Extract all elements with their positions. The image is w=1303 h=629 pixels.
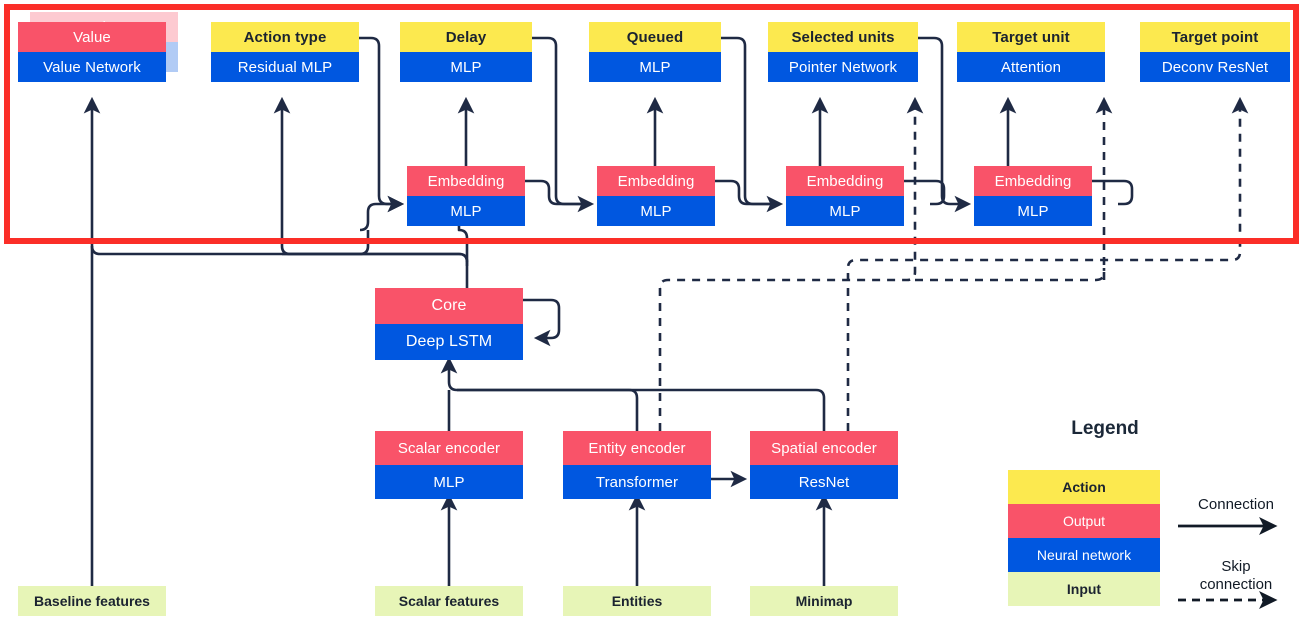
encoder-scalar-net: MLP <box>375 465 523 499</box>
legend: Legend Action Output Neural network Inpu… <box>960 418 1300 618</box>
legend-swatch-stack: Action Output Neural network Input <box>1008 470 1160 606</box>
head-action-type[interactable]: Action type Residual MLP <box>211 22 359 82</box>
core-cap: Core <box>375 288 523 324</box>
head-selected-units-cap: Selected units <box>768 22 918 52</box>
encoder-entity-net: Transformer <box>563 465 711 499</box>
head-target-unit-cap: Target unit <box>957 22 1105 52</box>
head-delay-cap: Delay <box>400 22 532 52</box>
head-value-cap: Value <box>18 22 166 52</box>
head-queued[interactable]: Queued MLP <box>589 22 721 82</box>
legend-arrow-samples <box>1178 517 1278 609</box>
legend-swatch-output: Output <box>1008 504 1160 538</box>
head-target-unit-net: Attention <box>957 52 1105 82</box>
head-action-type-net: Residual MLP <box>211 52 359 82</box>
head-target-point-net: Deconv ResNet <box>1140 52 1290 82</box>
head-target-point-cap: Target point <box>1140 22 1290 52</box>
encoder-entity-cap: Entity encoder <box>563 431 711 465</box>
embedding-queued[interactable]: Embedding MLP <box>597 166 715 226</box>
core-module[interactable]: Core Deep LSTM <box>375 288 523 360</box>
encoder-scalar-cap: Scalar encoder <box>375 431 523 465</box>
legend-skip-label-line2: connection <box>1199 576 1273 593</box>
embedding-selected-units-cap: Embedding <box>786 166 904 196</box>
encoder-spatial-cap: Spatial encoder <box>750 431 898 465</box>
encoder-spatial-net: ResNet <box>750 465 898 499</box>
core-net: Deep LSTM <box>375 324 523 360</box>
legend-swatch-input: Input <box>1008 572 1160 606</box>
embedding-selected-units[interactable]: Embedding MLP <box>786 166 904 226</box>
head-value-net: Value Network <box>18 52 166 82</box>
input-scalar-features[interactable]: Scalar features <box>375 586 523 616</box>
head-queued-cap: Queued <box>589 22 721 52</box>
head-target-unit[interactable]: Target unit Attention <box>957 22 1105 82</box>
legend-swatch-neural-network: Neural network <box>1008 538 1160 572</box>
input-entities[interactable]: Entities <box>563 586 711 616</box>
head-delay[interactable]: Delay MLP <box>400 22 532 82</box>
legend-connection-label: Connection <box>1198 496 1274 513</box>
embedding-selected-units-net: MLP <box>786 196 904 226</box>
head-action-type-cap: Action type <box>211 22 359 52</box>
embedding-target-unit-cap: Embedding <box>974 166 1092 196</box>
encoder-spatial[interactable]: Spatial encoder ResNet <box>750 431 898 499</box>
head-queued-net: MLP <box>589 52 721 82</box>
input-baseline-features[interactable]: Baseline features <box>18 586 166 616</box>
embedding-queued-net: MLP <box>597 196 715 226</box>
highlight-rectangle <box>4 4 1299 244</box>
legend-swatch-action: Action <box>1008 470 1160 504</box>
head-selected-units[interactable]: Selected units Pointer Network <box>768 22 918 82</box>
embedding-delay[interactable]: Embedding MLP <box>407 166 525 226</box>
head-value[interactable]: Value Value Network <box>18 22 166 82</box>
embedding-target-unit-net: MLP <box>974 196 1092 226</box>
head-target-point[interactable]: Target point Deconv ResNet <box>1140 22 1290 82</box>
legend-title: Legend <box>1071 418 1139 439</box>
head-selected-units-net: Pointer Network <box>768 52 918 82</box>
head-delay-net: MLP <box>400 52 532 82</box>
embedding-target-unit[interactable]: Embedding MLP <box>974 166 1092 226</box>
embedding-delay-cap: Embedding <box>407 166 525 196</box>
encoder-scalar[interactable]: Scalar encoder MLP <box>375 431 523 499</box>
embedding-delay-net: MLP <box>407 196 525 226</box>
legend-skip-label-line1: Skip <box>1221 558 1251 575</box>
encoder-entity[interactable]: Entity encoder Transformer <box>563 431 711 499</box>
input-minimap[interactable]: Minimap <box>750 586 898 616</box>
embedding-queued-cap: Embedding <box>597 166 715 196</box>
